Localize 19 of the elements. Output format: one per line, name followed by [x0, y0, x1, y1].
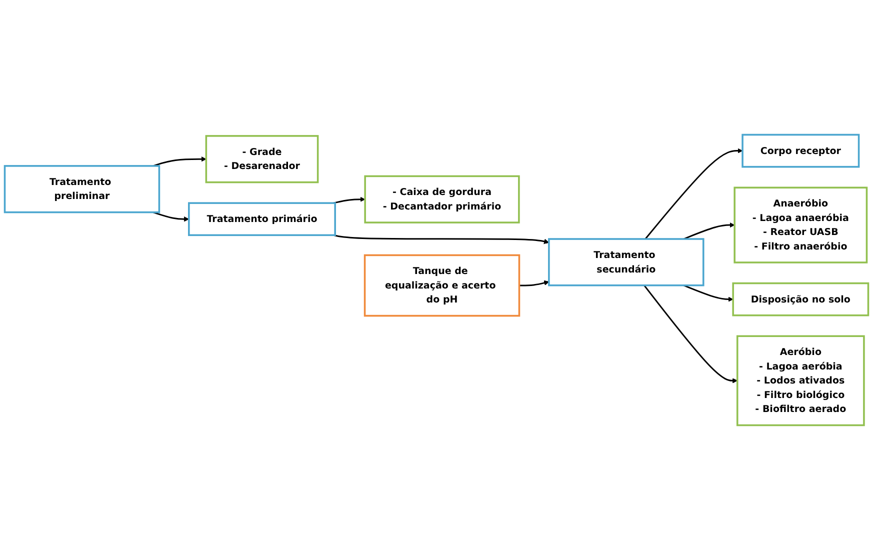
node-box: Tratamento secundário	[548, 238, 704, 286]
arrow	[683, 284, 734, 302]
node-box: Corpo receptor	[742, 134, 860, 168]
node-box: Tanque de equalização e acerto do pH	[364, 254, 520, 317]
arrow	[519, 280, 550, 286]
arrow	[683, 222, 735, 240]
arrow	[152, 212, 190, 222]
node-box: Tratamento preliminar	[4, 165, 160, 214]
arrow	[644, 148, 743, 240]
node-box: - Caixa de gordura - Decantador primário	[364, 175, 520, 224]
arrow	[333, 196, 366, 204]
node-box: Tratamento primário	[188, 202, 336, 236]
arrow	[644, 284, 738, 384]
arrow	[152, 156, 206, 167]
node-box: Aeróbio - Lagoa aeróbia - Lodos ativados - Filtro biológico - Biofiltro aerado	[736, 335, 865, 426]
node-box: - Grade - Desarenador	[205, 135, 319, 184]
node-box: Anaeróbio - Lagoa anaeróbia - Reator UASB - Filtro anaeróbio	[734, 186, 868, 264]
arrow	[333, 234, 550, 244]
node-box: Disposição no solo	[732, 282, 870, 316]
